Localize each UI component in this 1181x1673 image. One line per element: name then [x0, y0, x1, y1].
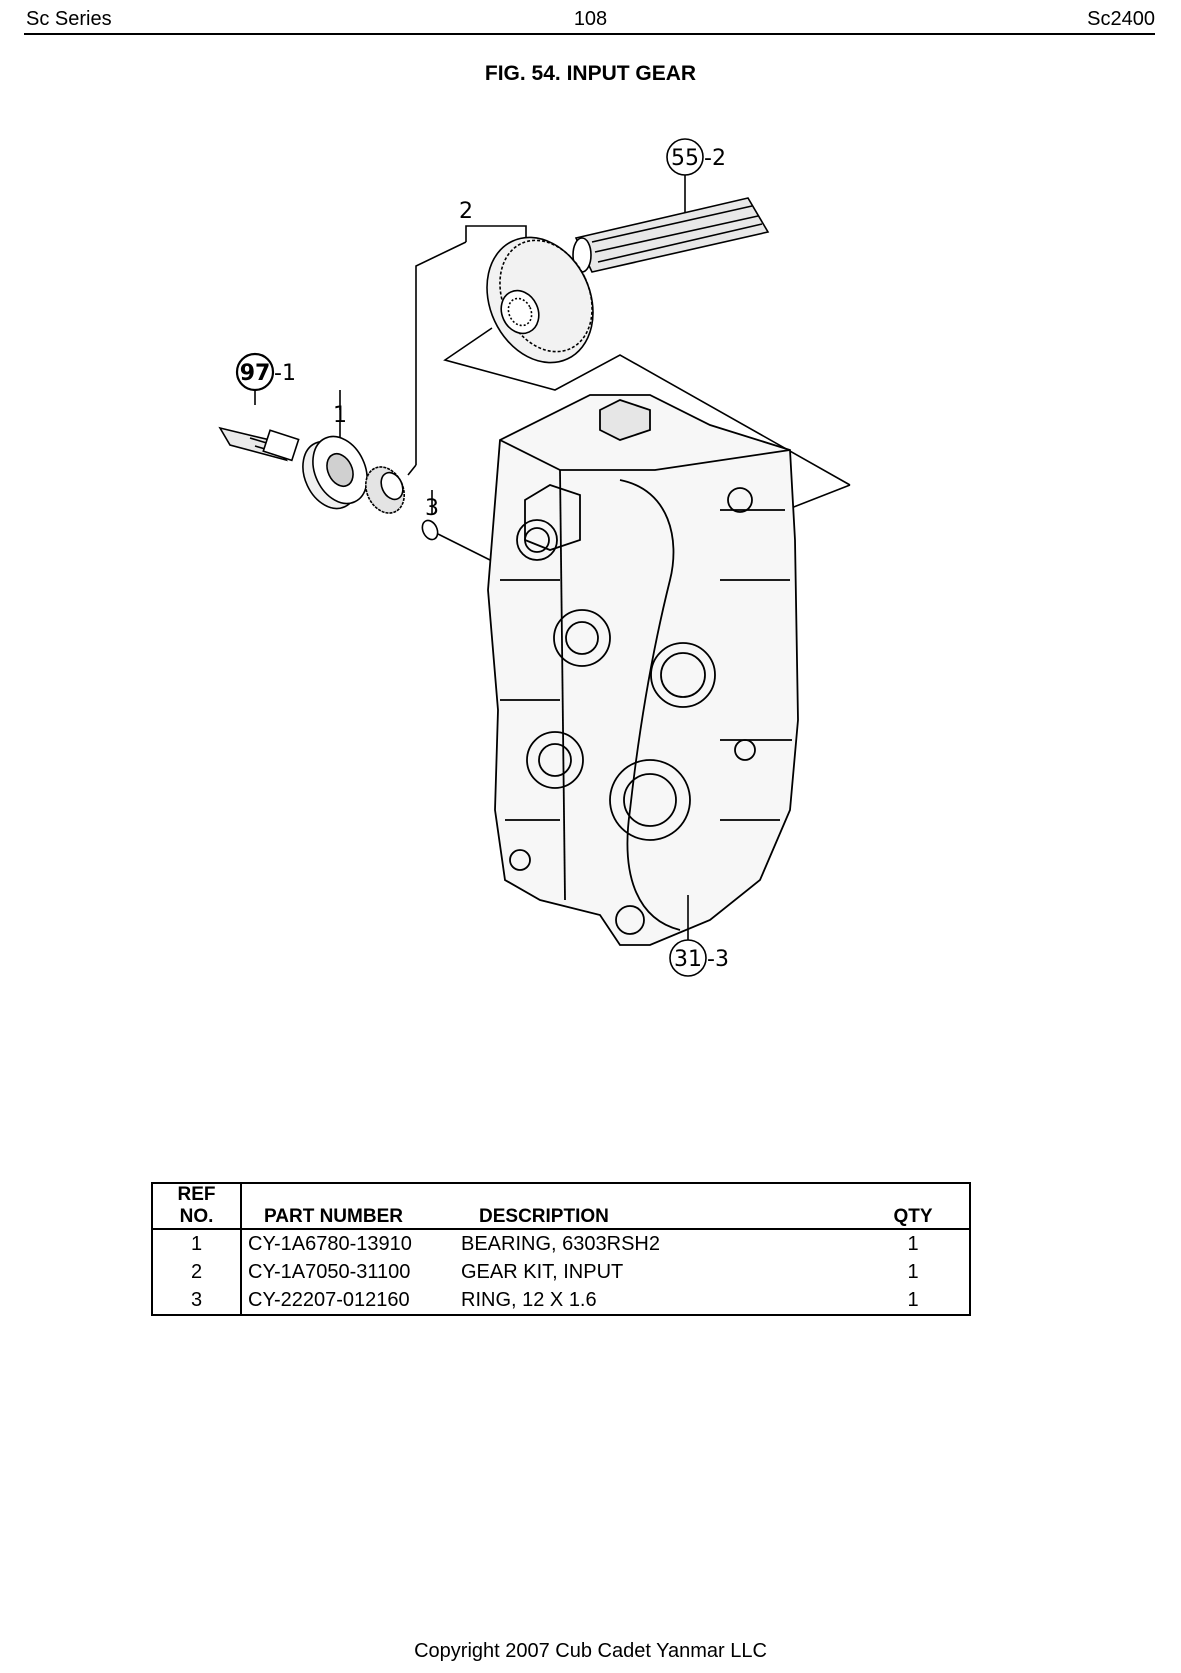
header-rule	[24, 33, 1155, 35]
ref-label-1: 1	[333, 403, 347, 428]
header-part-number: PART NUMBER	[241, 1183, 455, 1229]
header-ref-line1: REF	[159, 1184, 234, 1206]
table-row: 1 CY-1A6780-13910 BEARING, 6303RSH2 1	[152, 1229, 970, 1258]
header-model: Sc2400	[1087, 8, 1155, 31]
cell-part-number: CY-1A7050-31100	[241, 1258, 455, 1286]
header-qty: QTY	[857, 1183, 970, 1229]
callout-97-number: 97	[240, 361, 271, 386]
cell-ref: 1	[152, 1229, 241, 1258]
cell-description: BEARING, 6303RSH2	[455, 1229, 857, 1258]
snap-ring	[419, 518, 440, 542]
copyright-footer: Copyright 2007 Cub Cadet Yanmar LLC	[0, 1640, 1181, 1663]
callout-97-suffix: -1	[274, 361, 296, 386]
callout-55-suffix: -2	[704, 146, 726, 171]
page-number: 108	[0, 8, 1181, 31]
cell-description: RING, 12 X 1.6	[455, 1286, 857, 1315]
cell-qty: 1	[857, 1229, 970, 1258]
header-description: DESCRIPTION	[455, 1183, 857, 1229]
exploded-parts-diagram: 55 -2 2 97 -1 1 3 31 -3	[200, 120, 920, 1050]
callout-55-number: 55	[671, 146, 699, 171]
ref-label-3: 3	[425, 496, 439, 521]
callout-31-suffix: -3	[707, 947, 729, 972]
table-row: 2 CY-1A7050-31100 GEAR KIT, INPUT 1	[152, 1258, 970, 1286]
cell-part-number: CY-1A6780-13910	[241, 1229, 455, 1258]
drive-shaft	[220, 428, 299, 460]
cell-ref: 3	[152, 1286, 241, 1315]
table-row: 3 CY-22207-012160 RING, 12 X 1.6 1	[152, 1286, 970, 1315]
parts-table: REF NO. PART NUMBER DESCRIPTION QTY 1 CY…	[151, 1182, 971, 1316]
ref-label-2: 2	[459, 199, 473, 224]
header-ref-no: REF NO.	[152, 1183, 241, 1229]
cell-ref: 2	[152, 1258, 241, 1286]
transmission-housing	[488, 395, 798, 945]
callout-31-number: 31	[674, 947, 702, 972]
header-ref-line2: NO.	[159, 1206, 234, 1228]
cell-part-number: CY-22207-012160	[241, 1286, 455, 1315]
table-header-row: REF NO. PART NUMBER DESCRIPTION QTY	[152, 1183, 970, 1229]
input-shaft	[573, 198, 768, 272]
cell-description: GEAR KIT, INPUT	[455, 1258, 857, 1286]
cell-qty: 1	[857, 1258, 970, 1286]
figure-title: FIG. 54. INPUT GEAR	[0, 62, 1181, 86]
bearing	[293, 428, 378, 518]
cell-qty: 1	[857, 1286, 970, 1315]
